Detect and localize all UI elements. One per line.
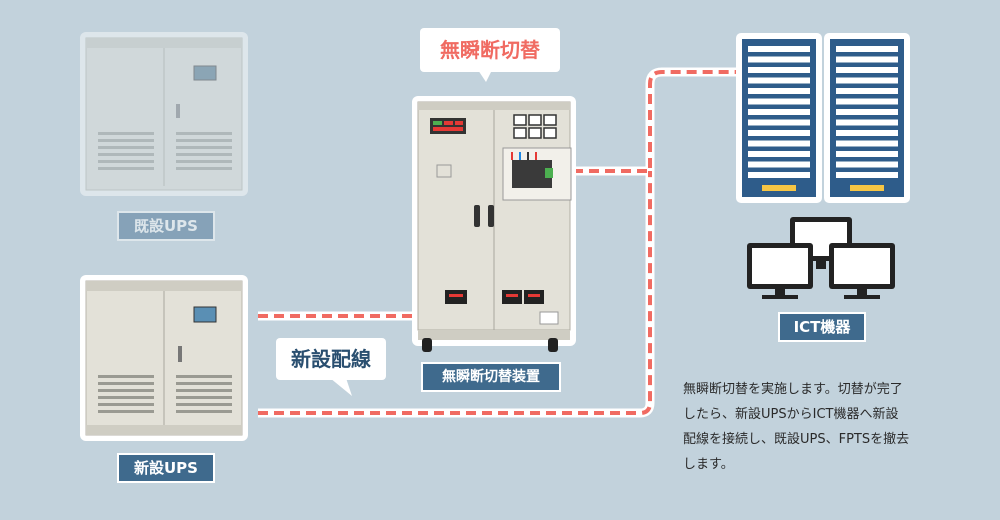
- server-rack-left: [736, 33, 822, 203]
- description-line-1: 無瞬断切替を実施します。切替が完了: [683, 382, 903, 397]
- rack-slots: [748, 46, 898, 191]
- rack-slot: [836, 88, 898, 94]
- description-line-3: 配線を接続し、既設UPS、FPTSを撤去: [683, 432, 910, 447]
- rack-slot: [836, 77, 898, 84]
- rack-slot: [836, 98, 898, 105]
- description-text: 無瞬断切替を実施します。切替が完了 したら、新設UPSからICT機器へ新設 配線…: [683, 377, 983, 477]
- rack-slot: [836, 109, 898, 115]
- new-ups-cabinet: [80, 275, 248, 441]
- rack-slot: [836, 119, 898, 126]
- rack-slot: [836, 161, 898, 168]
- rack-slot: [836, 172, 898, 178]
- rack-slot: [748, 161, 810, 168]
- rack-slot: [748, 119, 810, 126]
- description-line-2: したら、新設UPSからICT機器へ新設: [683, 407, 899, 422]
- switch-to-ict-line: [573, 70, 738, 173]
- server-rack-right: [824, 33, 910, 203]
- wiring-callout: 新設配線: [276, 338, 386, 380]
- description-line-4: します。: [683, 457, 734, 472]
- connection-lines: [258, 67, 738, 418]
- rack-slot: [836, 130, 898, 136]
- monitor-right: [829, 243, 895, 299]
- rack-slot: [748, 56, 810, 63]
- new-wiring-line: [258, 171, 652, 415]
- rack-slot: [836, 140, 898, 147]
- wiring-callout-pointer: [330, 378, 352, 396]
- switch-callout: 無瞬断切替: [420, 28, 560, 72]
- rack-slot: [748, 98, 810, 105]
- ict-monitors: [747, 217, 895, 299]
- rack-slot: [748, 46, 810, 52]
- rack-slot: [748, 88, 810, 94]
- rack-slot: [748, 130, 810, 136]
- switch-callout-pointer: [478, 70, 492, 82]
- monitor-left: [747, 243, 813, 299]
- rack-slot: [836, 67, 898, 73]
- rack-status-bar: [762, 185, 796, 191]
- rack-slot: [748, 67, 810, 73]
- rack-slot: [836, 56, 898, 63]
- new-ups-label: 新設UPS: [117, 453, 215, 483]
- old-ups-label: 既設UPS: [117, 211, 215, 241]
- rack-slot: [748, 172, 810, 178]
- switch-device-cabinet: [412, 96, 576, 352]
- rack-slot: [748, 140, 810, 147]
- old-ups-cabinet: [80, 32, 248, 196]
- rack-slot: [748, 109, 810, 115]
- rack-slot: [836, 46, 898, 52]
- rack-status-bar: [850, 185, 884, 191]
- ict-label: ICT機器: [778, 312, 866, 342]
- rack-slot: [748, 151, 810, 157]
- rack-slot: [748, 77, 810, 84]
- rack-slot: [836, 151, 898, 157]
- switch-device-label: 無瞬断切替装置: [421, 362, 561, 392]
